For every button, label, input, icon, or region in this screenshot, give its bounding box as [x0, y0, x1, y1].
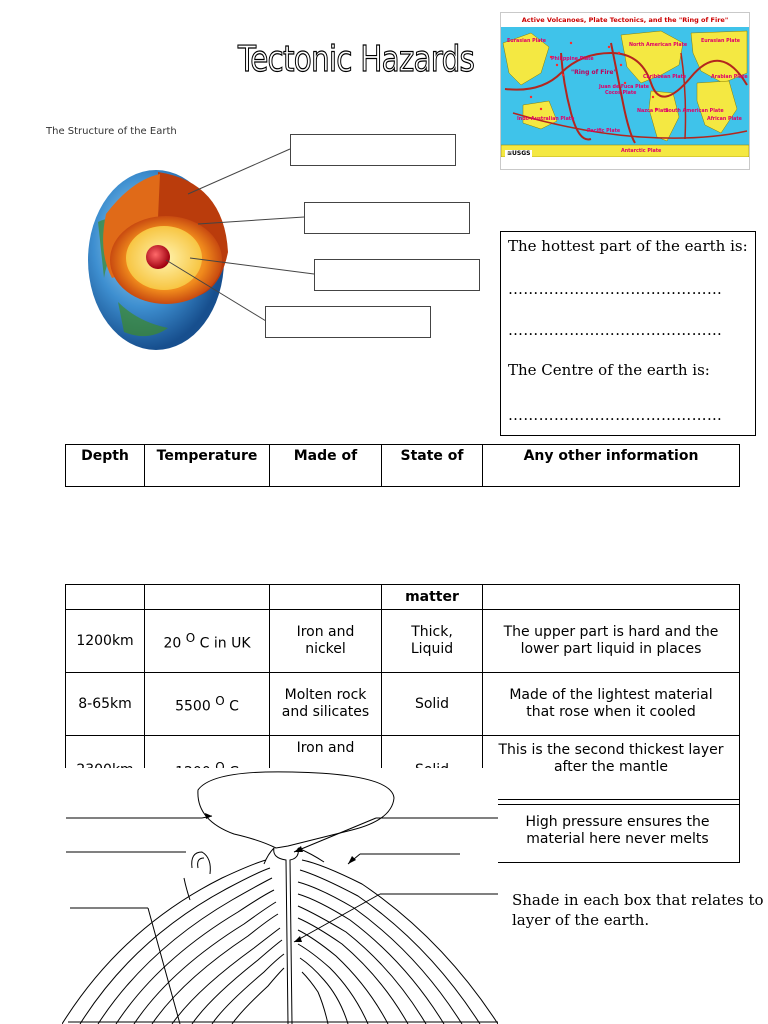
map-label: Juan de Fuca Plate — [599, 85, 649, 90]
table-cell — [270, 585, 382, 610]
map-label: Eurasian Plate — [701, 39, 740, 44]
depth-cell[interactable]: 1200km — [66, 610, 145, 673]
made-of-cell[interactable]: Molten rock and silicates — [270, 673, 382, 736]
table-cell — [483, 585, 740, 610]
map-label: South American Plate — [665, 109, 724, 114]
column-header: Any other information — [483, 445, 740, 487]
map-label: Philippine Plate — [551, 57, 594, 62]
map-label: "Ring of Fire" — [571, 69, 617, 76]
table-cell — [145, 585, 270, 610]
map-label: Indo-Australian Plate — [517, 117, 574, 122]
map-label: Caribbean Plate — [643, 75, 686, 80]
table-row: 1200km 20 O C in UK Iron and nickel Thic… — [66, 610, 740, 673]
map-footer — [501, 157, 750, 169]
temperature-cell[interactable]: 5500 O C — [145, 673, 270, 736]
map-label: Eurasian Plate — [507, 39, 546, 44]
question-hottest: The hottest part of the earth is: — [508, 237, 748, 255]
map-label: African Plate — [707, 117, 742, 122]
table-row: 8-65km 5500 O C Molten rock and silicate… — [66, 673, 740, 736]
table-row: matter — [66, 585, 740, 610]
map-label: Cocos Plate — [605, 91, 636, 96]
info-cell[interactable]: The upper part is hard and the lower par… — [483, 610, 740, 673]
table-header-row: Depth Temperature Made of State of Any o… — [66, 445, 740, 487]
answer-line[interactable]: …………………………………… — [508, 321, 722, 339]
column-header: Temperature — [145, 445, 270, 487]
usgs-logo: ≋USGS — [505, 150, 532, 157]
depth-cell[interactable]: 8-65km — [66, 673, 145, 736]
page-title: Tectonic Hazards — [238, 38, 474, 82]
column-header: Depth — [66, 445, 145, 487]
shade-instruction-line: Shade in each box that relates to ea — [512, 890, 768, 910]
volcano-diagram — [62, 768, 498, 1024]
info-cell[interactable]: High pressure ensures the material here … — [496, 800, 740, 863]
earth-label-box-outer-core[interactable] — [314, 259, 480, 291]
earth-label-box-crust[interactable] — [290, 134, 456, 166]
layers-table-continued: High pressure ensures the material here … — [495, 799, 740, 863]
state-cell[interactable]: Thick, Liquid — [382, 610, 483, 673]
earth-label-box-inner-core[interactable] — [265, 306, 431, 338]
map-label: North American Plate — [629, 43, 687, 48]
answer-line[interactable]: …………………………………… — [508, 280, 722, 298]
map-label: Arabian Plate — [711, 75, 748, 80]
plate-tectonics-map: Active Volcanoes, Plate Tectonics, and t… — [500, 12, 750, 170]
info-cell[interactable]: Made of the lightest material that rose … — [483, 673, 740, 736]
shade-instruction-line: layer of the earth. — [512, 910, 768, 930]
table-cell — [66, 585, 145, 610]
shade-instruction: Shade in each box that relates to ea lay… — [512, 890, 768, 930]
info-cell[interactable]: This is the second thickest layer after … — [483, 736, 740, 805]
map-label: Antarctic Plate — [621, 149, 661, 154]
column-header: State of — [382, 445, 483, 487]
temperature-cell[interactable]: 20 O C in UK — [145, 610, 270, 673]
map-label: Nazca Plate — [637, 109, 669, 114]
state-cell[interactable]: Solid — [382, 673, 483, 736]
made-of-cell[interactable]: Iron and nickel — [270, 610, 382, 673]
question-centre: The Centre of the earth is: — [508, 361, 710, 379]
table-cell: matter — [382, 585, 483, 610]
column-header: Made of — [270, 445, 382, 487]
table-row: High pressure ensures the material here … — [496, 800, 740, 863]
question-box: The hottest part of the earth is: ………………… — [500, 231, 756, 436]
answer-line[interactable]: …………………………………… — [508, 406, 722, 424]
map-label: Pacific Plate — [587, 129, 620, 134]
earth-label-box-mantle[interactable] — [304, 202, 470, 234]
header-table: Depth Temperature Made of State of Any o… — [65, 444, 740, 487]
